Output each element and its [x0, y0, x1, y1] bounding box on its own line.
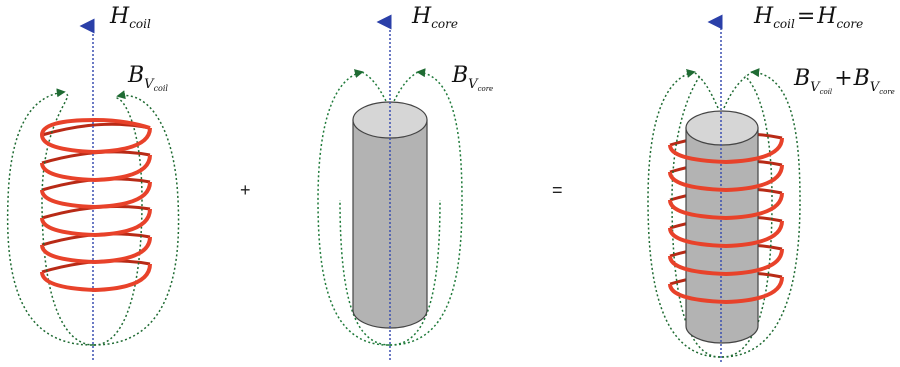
core-panel: Hcore BVcore — [317, 4, 493, 360]
core-field-lines — [317, 68, 463, 346]
coil-field-lines — [6, 88, 180, 346]
core-b-label: BVcore — [451, 63, 493, 93]
coil-h-label: Hcoil — [109, 4, 151, 31]
coil-panel: Hcoil BVcoil — [6, 4, 180, 360]
combined-core-cylinder — [685, 110, 759, 344]
combined-h-label: Hcoil=Hcore — [753, 4, 863, 31]
equals-operator: = — [552, 180, 563, 200]
combined-panel: Hcoil=Hcore BVcoil+BVcore — [647, 4, 895, 362]
coil-front-turns — [40, 117, 152, 293]
coil-b-label: BVcoil — [127, 63, 168, 93]
plus-operator: + — [240, 180, 251, 200]
combined-field-lines — [647, 68, 801, 358]
core-h-label: Hcore — [411, 4, 458, 31]
combined-b-label: BVcoil+BVcore — [793, 66, 895, 96]
combined-coil-front-turns — [668, 137, 784, 305]
